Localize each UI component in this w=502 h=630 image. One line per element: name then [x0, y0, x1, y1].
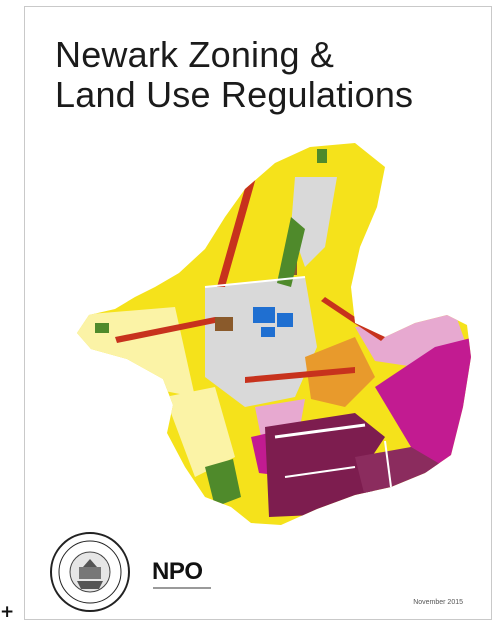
logo-underline	[153, 587, 211, 589]
title-line-2: Land Use Regulations	[55, 74, 414, 115]
city-seal-icon	[50, 532, 130, 612]
publication-date: November 2015	[413, 599, 463, 606]
document-title: Newark Zoning & Land Use Regulations	[55, 35, 413, 115]
report-cover: Newark Zoning & Land Use Regulations	[24, 6, 492, 620]
crosshair-icon: +	[0, 602, 15, 622]
zoning-map-icon	[77, 143, 471, 525]
title-line-1: Newark Zoning &	[55, 34, 335, 75]
npo-logo: NPO	[152, 558, 203, 585]
